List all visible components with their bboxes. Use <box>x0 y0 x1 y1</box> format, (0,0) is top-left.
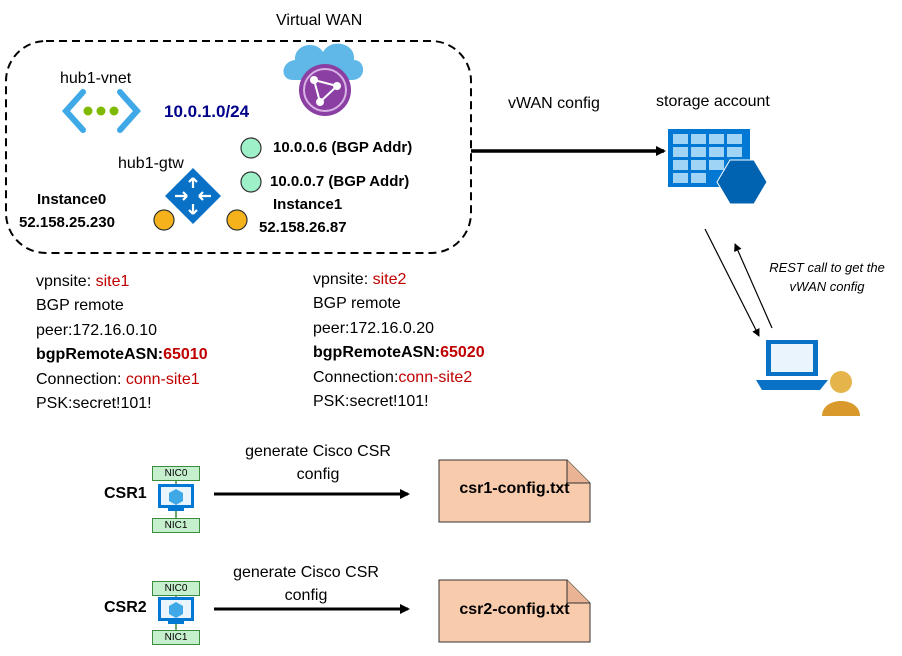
instance0-dot <box>153 209 175 231</box>
site1-asn: bgpRemoteASN:65010 <box>36 346 208 364</box>
csr1-nic1: NIC1 <box>152 518 200 533</box>
instance0-ip: 52.158.25.230 <box>19 214 115 231</box>
csr1-generate-line2: config <box>296 466 340 483</box>
csr2-generate-line2: config <box>284 587 328 604</box>
csr2-generate-label: generate Cisco CSR config <box>214 561 398 607</box>
rest-response-arrow <box>704 228 760 337</box>
instance1-dot <box>226 209 248 231</box>
gateway-router-icon <box>165 168 221 224</box>
virtual-wan-title: Virtual WAN <box>276 12 363 29</box>
bgp-addr1-dot <box>240 171 262 193</box>
bgp-addr1-label: 10.0.0.7 (BGP Addr) <box>270 173 410 190</box>
csr1-vm-icon <box>158 479 194 519</box>
rest-request-arrow <box>734 243 773 329</box>
site1-bgp-line2: peer:172.16.0.10 <box>36 321 157 339</box>
rest-call-line2: vWAN config <box>789 279 865 294</box>
virtual-wan-boundary <box>5 40 472 254</box>
instance1-name: Instance1 <box>273 196 343 213</box>
site2-connection: Connection:conn-site2 <box>313 368 473 386</box>
site1-psk: PSK:secret!101! <box>36 394 152 412</box>
laptop-user-icon <box>756 340 860 416</box>
site1-connection: Connection: conn-site1 <box>36 370 200 388</box>
bgp-addr0-dot <box>240 137 262 159</box>
site1-vpnsite: vpnsite: site1 <box>36 273 130 290</box>
rest-call-label: REST call to get the vWAN config <box>752 258 902 296</box>
instance1-ip: 52.158.26.87 <box>259 219 347 236</box>
vnet-icon <box>61 89 142 133</box>
site1-bgp-line1: BGP remote <box>36 297 124 315</box>
site2-asn: bgpRemoteASN:65020 <box>313 344 485 362</box>
csr1-name: CSR1 <box>104 485 147 502</box>
csr2-vm-icon <box>158 594 194 631</box>
rest-call-line1: REST call to get the <box>769 260 885 275</box>
site2-bgp-line1: BGP remote <box>313 295 401 313</box>
site2-bgp-line2: peer:172.16.0.20 <box>313 319 434 337</box>
csr2-nic0: NIC0 <box>152 581 200 596</box>
gateway-label: hub1-gtw <box>118 155 184 172</box>
csr1-generate-line1: generate Cisco CSR <box>245 443 391 460</box>
site2-vpnsite: vpnsite: site2 <box>313 271 407 288</box>
csr2-nic1: NIC1 <box>152 630 200 645</box>
storage-account-icon <box>668 129 768 205</box>
csr2-config-file: csr2-config.txt <box>459 601 570 618</box>
csr2-generate-line1: generate Cisco CSR <box>233 564 379 581</box>
vnet-prefix: 10.0.1.0/24 <box>164 102 250 121</box>
vwan-config-label: vWAN config <box>508 95 600 112</box>
csr2-name: CSR2 <box>104 599 147 616</box>
site1-details: vpnsite: site1 BGP remote peer:172.16.0.… <box>36 270 208 416</box>
csr1-nic0: NIC0 <box>152 466 200 481</box>
site2-psk: PSK:secret!101! <box>313 392 429 410</box>
bgp-addr0-label: 10.0.0.6 (BGP Addr) <box>273 139 413 156</box>
csr1-config-file: csr1-config.txt <box>459 480 570 497</box>
csr1-config-file-shape <box>438 459 591 523</box>
vnet-label: hub1-vnet <box>60 70 132 87</box>
site2-details: vpnsite: site2 BGP remote peer:172.16.0.… <box>313 268 485 414</box>
storage-account-label: storage account <box>656 93 770 110</box>
csr1-generate-label: generate Cisco CSR config <box>226 440 410 486</box>
instance0-name: Instance0 <box>37 191 107 208</box>
csr2-config-file-shape <box>438 579 591 643</box>
virtual-wan-cloud-icon <box>283 43 364 116</box>
